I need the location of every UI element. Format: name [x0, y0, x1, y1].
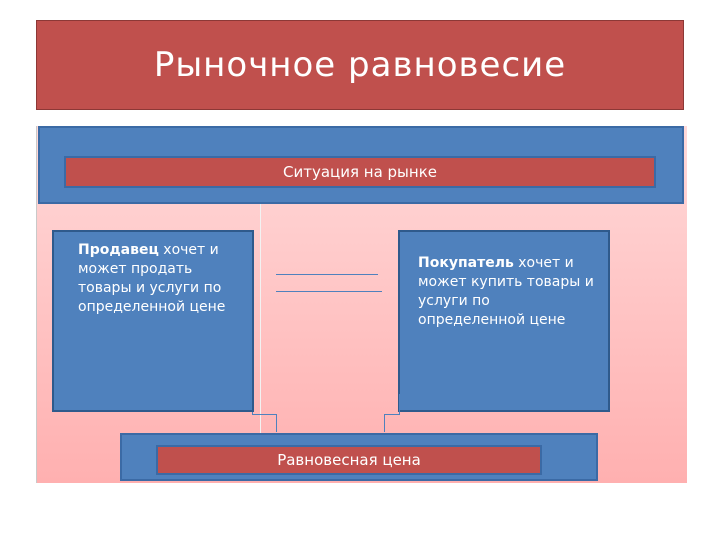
buyer-connector-stub [399, 394, 400, 415]
situation-bar: Ситуация на рынке [64, 156, 656, 188]
center-divider [260, 204, 261, 434]
seller-box: Продавец хочет и может продать товары и … [52, 230, 254, 412]
buyer-connector-v [384, 414, 385, 432]
equilibrium-line-bottom [276, 291, 382, 292]
seller-connector-v [276, 414, 277, 432]
buyer-box: Покупатель хочет и может купить товары и… [398, 230, 610, 412]
buyer-connector-h [384, 414, 400, 415]
seller-connector-stub [252, 412, 253, 415]
buyer-text: хочет и может купить товары и услуги по … [418, 255, 594, 328]
equilibrium-line-top [276, 274, 378, 275]
seller-keyword: Продавец [78, 242, 159, 258]
seller-connector-h [252, 414, 277, 415]
equilibrium-price-label: Равновесная цена [277, 451, 421, 469]
situation-label: Ситуация на рынке [282, 163, 437, 181]
title-bar: Рыночное равновесие [36, 20, 684, 110]
slide-title: Рыночное равновесие [153, 45, 567, 85]
equilibrium-price-bar: Равновесная цена [156, 445, 542, 475]
buyer-keyword: Покупатель [418, 255, 514, 271]
seller-text: хочет и может продать товары и услуги по… [78, 242, 226, 315]
